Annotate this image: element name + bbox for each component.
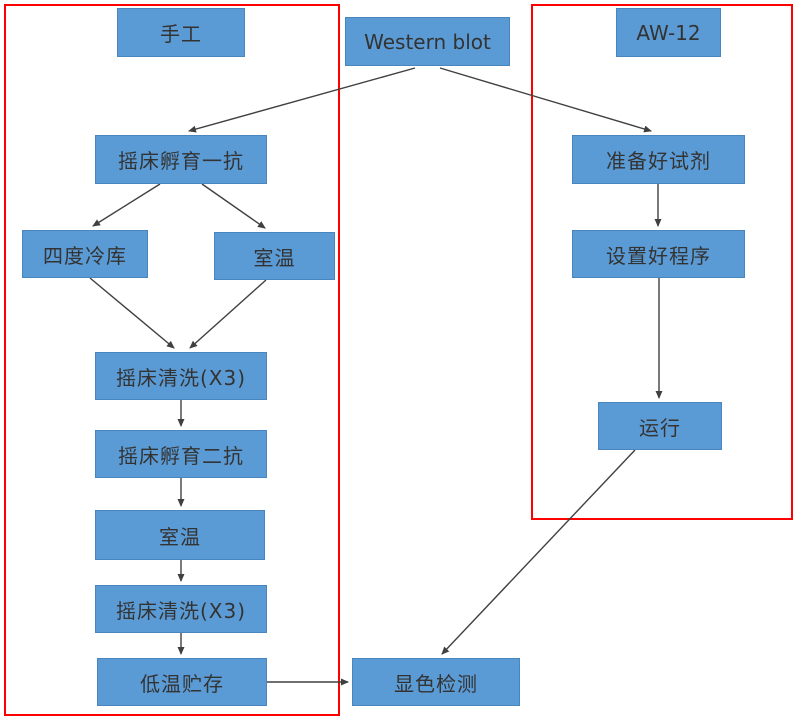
node-wash-1: 摇床清洗(X3) <box>95 352 267 400</box>
node-room-temp-1: 室温 <box>214 232 335 280</box>
node-wash-2: 摇床清洗(X3) <box>95 585 267 633</box>
node-aw12-label: AW-12 <box>616 8 721 57</box>
aw12-group-frame <box>531 4 793 520</box>
node-western-blot: Western blot <box>345 17 510 66</box>
node-incubate-secondary: 摇床孵育二抗 <box>95 430 267 478</box>
node-detection: 显色检测 <box>352 658 520 706</box>
node-run: 运行 <box>598 402 722 450</box>
node-set-program: 设置好程序 <box>572 230 745 278</box>
node-cold-storage: 低温贮存 <box>97 658 267 706</box>
node-cold-room: 四度冷库 <box>22 230 148 278</box>
node-incubate-primary: 摇床孵育一抗 <box>95 135 267 184</box>
node-manual-label: 手工 <box>117 8 245 57</box>
node-prepare-reagents: 准备好试剂 <box>572 135 745 184</box>
node-room-temp-2: 室温 <box>95 510 265 560</box>
manual-group-frame <box>4 4 340 716</box>
